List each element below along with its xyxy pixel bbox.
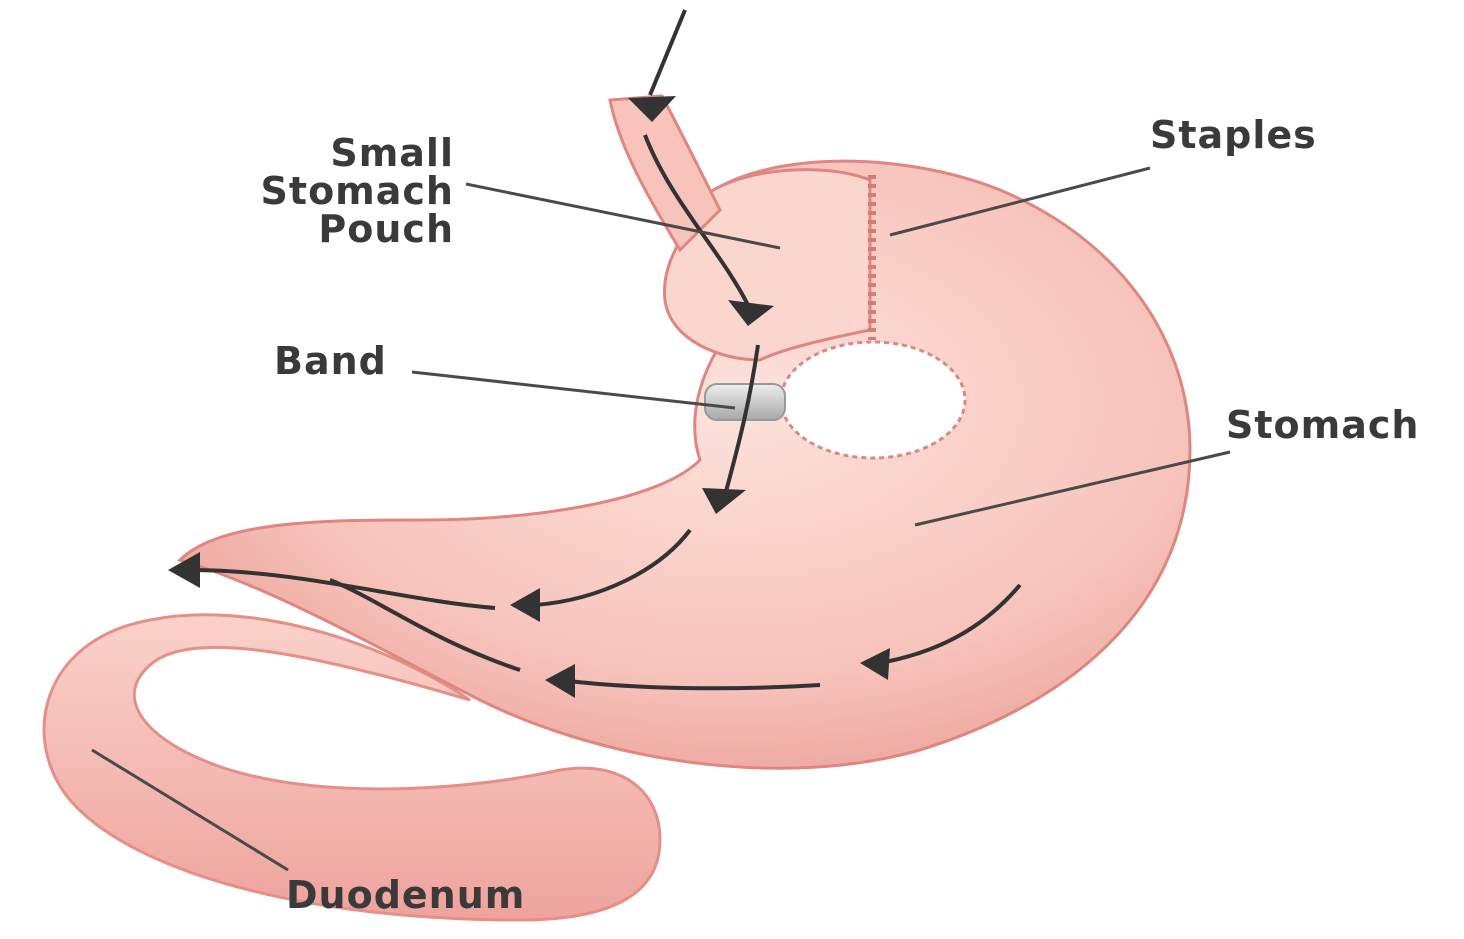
label-line-small: Small xyxy=(218,134,454,172)
label-line-pouch: Pouch xyxy=(218,210,454,248)
stomach-opening xyxy=(781,342,965,458)
label-duodenum: Duodenum xyxy=(286,876,525,914)
label-stomach: Stomach xyxy=(1226,406,1419,444)
label-staples: Staples xyxy=(1150,116,1317,154)
label-small-stomach-pouch: Small Stomach Pouch xyxy=(218,134,454,248)
label-band: Band xyxy=(274,342,387,380)
label-line-stomach: Stomach xyxy=(218,172,454,210)
